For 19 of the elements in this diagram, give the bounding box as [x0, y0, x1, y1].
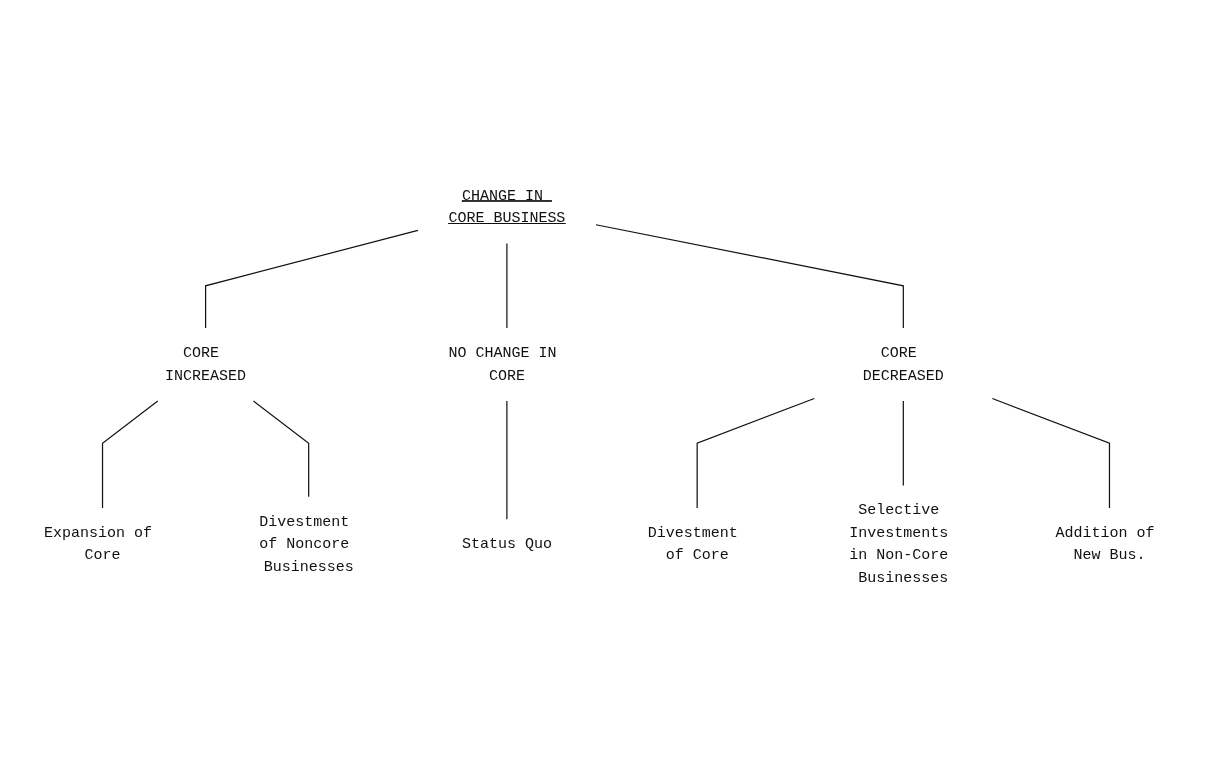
node-label: CORE INCREASED	[165, 344, 247, 385]
connector-line	[506, 243, 508, 329]
node-label: Expansion of Core	[44, 524, 152, 565]
connector-line	[205, 229, 419, 329]
node-label: NO CHANGE IN CORE	[448, 344, 557, 385]
node-label: Addition of New Bus.	[1055, 524, 1155, 565]
connector-line	[506, 400, 508, 520]
connector-line	[101, 400, 159, 509]
connector-line	[991, 397, 1111, 509]
connector-line	[696, 397, 815, 509]
node-label: CHANGE IN CORE BUSINESS	[448, 187, 566, 227]
node-label: Divestment of Core	[647, 524, 738, 565]
node-label: Divestment of Noncore Businesses	[259, 513, 354, 576]
node-label: Selective Investments in Non-Core Businesses	[849, 502, 949, 587]
connector-line	[902, 400, 904, 486]
node-label: Status Quo	[461, 536, 552, 553]
connector-line	[595, 224, 904, 329]
node-label: CORE DECREASED	[862, 344, 944, 385]
connector-line	[252, 400, 310, 498]
